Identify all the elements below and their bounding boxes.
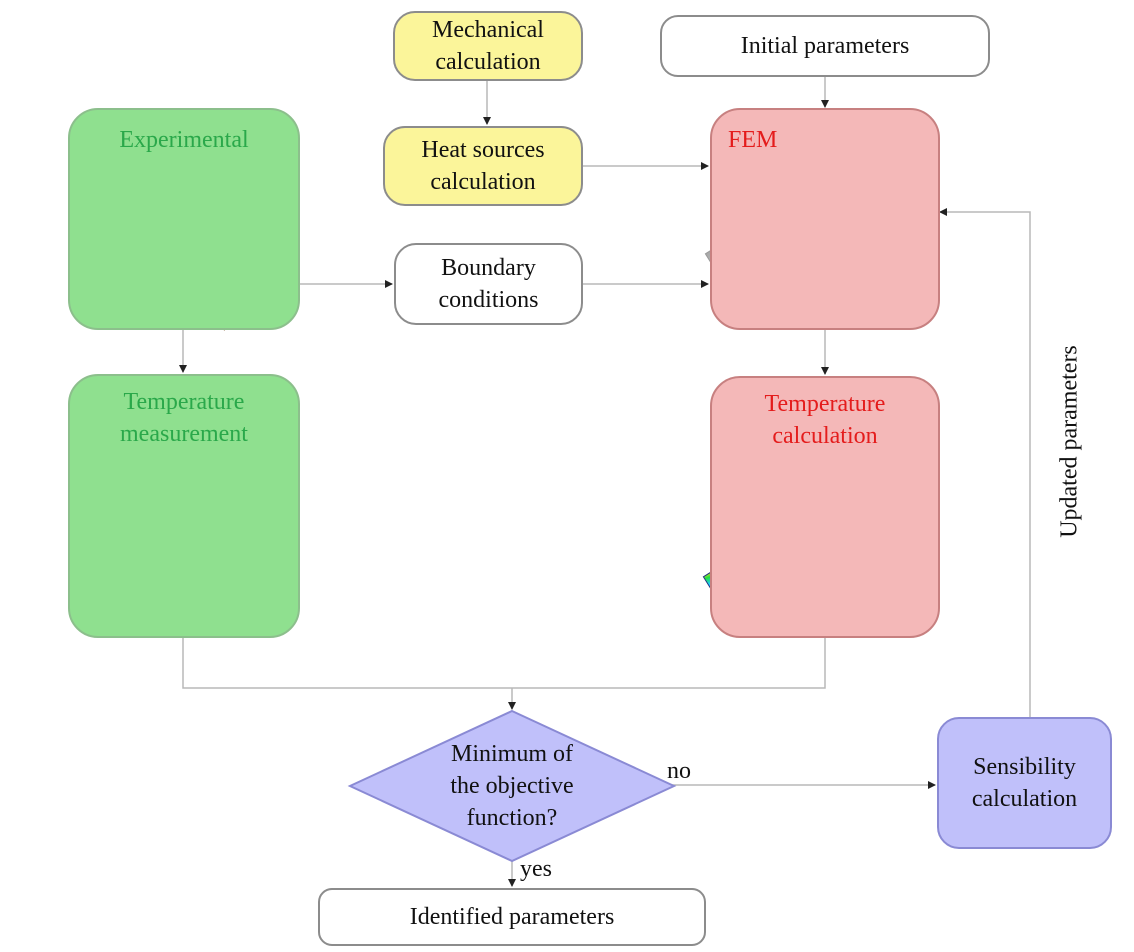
temperature-measurement-node: Temperature measurement — [68, 374, 300, 638]
edge-sensibility-fem — [939, 208, 1031, 717]
boundary-line1: Boundary — [441, 255, 536, 281]
yes-label: yes — [520, 856, 552, 882]
temperature-calculation-node: Temperature calculation — [710, 376, 940, 638]
mechanical-line2: calculation — [435, 49, 541, 75]
no-label: no — [667, 758, 691, 784]
temperature-calculation-line1: Temperature — [764, 391, 886, 417]
edge-tmeas-merge — [182, 638, 826, 689]
initial-parameters-node: Initial parameters — [660, 15, 990, 77]
decision-text: Minimum of the objective function? — [392, 738, 632, 834]
boundary-line2: conditions — [438, 287, 539, 313]
temperature-calculation-line2: calculation — [772, 423, 878, 449]
identified-parameters-label: Identified parameters — [409, 904, 615, 930]
experimental-node: Experimental — [68, 108, 300, 330]
initial-parameters-label: Initial parameters — [740, 33, 910, 59]
heat-sources-node: Heat sources calculation — [383, 126, 583, 206]
decision-diamond — [347, 709, 677, 863]
updated-parameters-label: Updated parameters — [1056, 345, 1083, 538]
mechanical-line1: Mechanical — [432, 17, 544, 43]
fem-node: FEM — [710, 108, 940, 330]
identified-parameters-node: Identified parameters — [318, 888, 706, 946]
heat-sources-line1: Heat sources — [421, 137, 545, 163]
temperature-measurement-line2: measurement — [120, 421, 248, 447]
decision-line1: Minimum of — [450, 741, 573, 767]
experimental-title: Experimental — [119, 127, 249, 153]
boundary-conditions-node: Boundary conditions — [394, 243, 583, 325]
sensibility-line1: Sensibility — [973, 754, 1076, 780]
sensibility-calculation-node: Sensibility calculation — [937, 717, 1112, 849]
temperature-measurement-line1: Temperature — [123, 389, 245, 415]
decision-line3: function? — [466, 805, 558, 831]
sensibility-line2: calculation — [971, 786, 1078, 812]
heat-sources-line2: calculation — [430, 169, 536, 195]
mechanical-calculation-node: Mechanical calculation — [393, 11, 583, 81]
decision-line2: the objective — [450, 773, 574, 799]
fem-title: FEM — [728, 127, 778, 153]
